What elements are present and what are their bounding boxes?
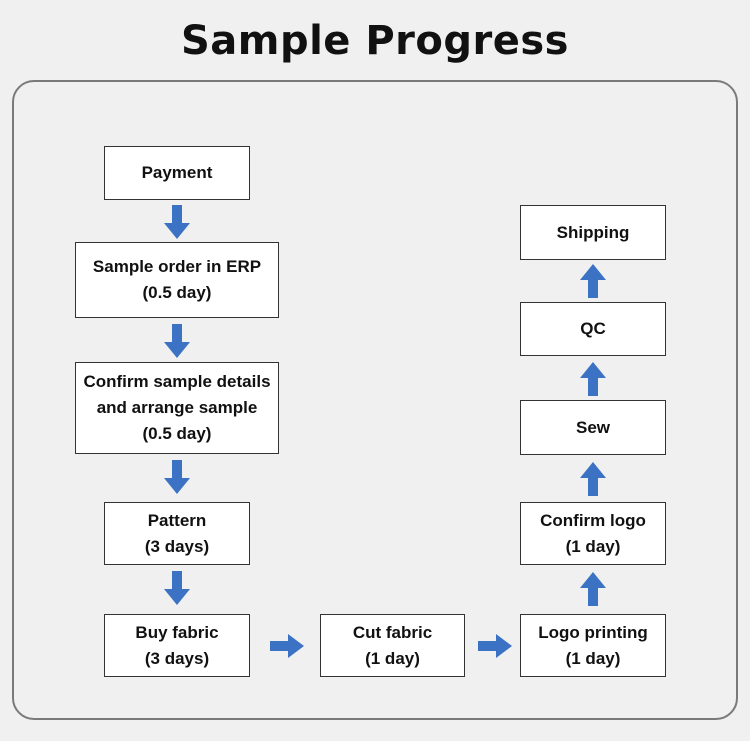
step-logo-printing-duration: (1 day): [565, 648, 621, 668]
step-buy-fabric-label: Buy fabric: [135, 622, 219, 642]
step-cut-fabric: Cut fabric (1 day): [320, 614, 465, 677]
step-erp-label: Sample order in ERP: [92, 257, 262, 276]
step-confirm-sample-details: Confirm sample details and arrange sampl…: [75, 362, 279, 454]
step-pattern-label: Pattern: [147, 510, 207, 530]
arrow-down-icon: [164, 205, 190, 239]
step-sew: Sew: [520, 400, 666, 455]
arrow-right-icon: [270, 634, 304, 658]
arrow-up-icon: [580, 264, 606, 298]
step-payment: Payment: [104, 146, 250, 200]
arrow-down-icon: [164, 460, 190, 494]
step-confirm-logo-label: Confirm logo: [540, 510, 646, 530]
step-confirm-logo-duration: (1 day): [565, 536, 621, 556]
arrow-up-icon: [580, 362, 606, 396]
step-payment-label: Payment: [141, 163, 213, 182]
page-title: Sample Progress: [180, 18, 569, 64]
step-pattern: Pattern (3 days): [104, 502, 250, 565]
step-confirm-details-label-line2: and arrange sample: [96, 398, 258, 417]
step-sample-order-erp: Sample order in ERP (0.5 day): [75, 242, 279, 318]
arrow-up-icon: [580, 572, 606, 606]
arrow-right-icon: [478, 634, 512, 658]
step-cut-fabric-label: Cut fabric: [352, 622, 433, 642]
step-qc-label: QC: [580, 319, 606, 338]
step-cut-fabric-duration: (1 day): [365, 648, 420, 668]
step-logo-printing: Logo printing (1 day): [520, 614, 666, 677]
step-sew-label: Sew: [575, 417, 611, 437]
step-confirm-logo: Confirm logo (1 day): [520, 502, 666, 565]
arrow-down-icon: [164, 571, 190, 605]
arrow-down-icon: [164, 324, 190, 358]
step-erp-duration: (0.5 day): [142, 283, 212, 302]
step-pattern-duration: (3 days): [144, 536, 210, 556]
arrow-up-icon: [580, 462, 606, 496]
step-buy-fabric: Buy fabric (3 days): [104, 614, 250, 677]
step-shipping-label: Shipping: [556, 222, 630, 242]
step-qc: QC: [520, 302, 666, 356]
step-buy-fabric-duration: (3 days): [144, 648, 210, 668]
step-confirm-details-label: Confirm sample details: [83, 372, 271, 391]
step-shipping: Shipping: [520, 205, 666, 260]
step-logo-printing-label: Logo printing: [538, 622, 648, 642]
step-confirm-details-duration: (0.5 day): [142, 424, 212, 443]
